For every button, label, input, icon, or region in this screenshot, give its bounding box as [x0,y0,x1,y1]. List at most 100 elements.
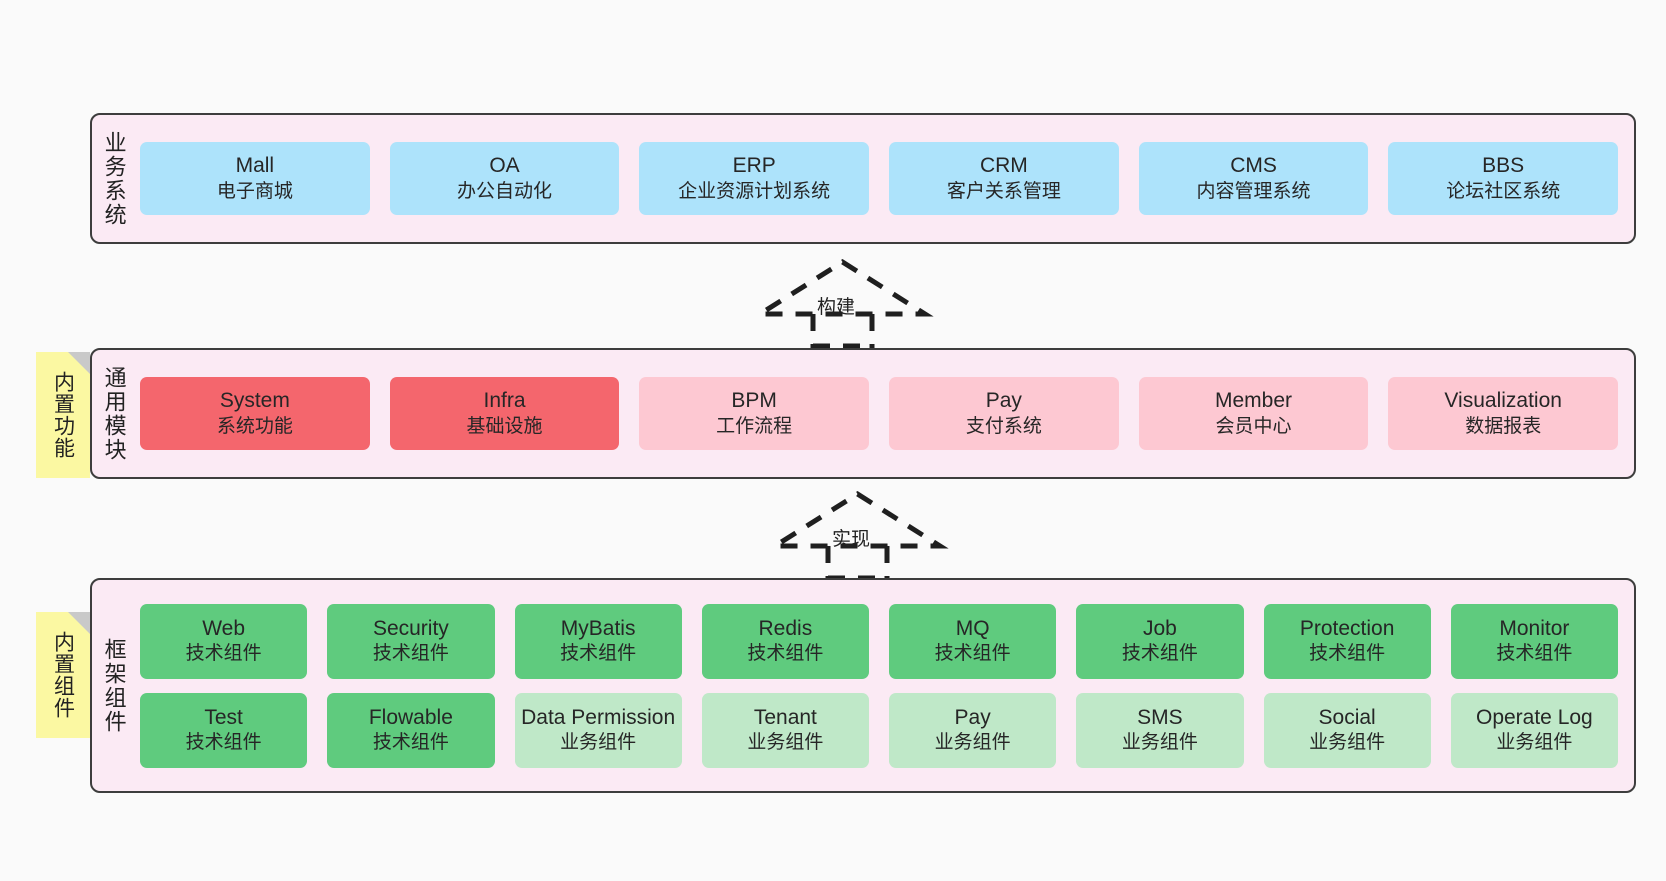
card-title: Infra [483,389,526,413]
card-title: Redis [758,616,813,640]
card-title: CRM [979,154,1028,178]
arrow-implement-label: 实现 [832,529,871,550]
row: Test 技术组件 Flowable 技术组件 Data Permission … [140,692,1618,768]
card-title: SMS [1137,705,1183,729]
card-social[interactable]: Social 业务组件 [1263,692,1431,768]
card-subtitle: 技术组件 [185,732,262,754]
card-oa[interactable]: OA 办公自动化 [389,142,620,215]
row: System 系统功能 Infra 基础设施 BPM 工作流程 Pay 支付系统… [140,377,1619,450]
card-cms[interactable]: CMS 内容管理系统 [1138,142,1369,215]
layer-framework-components: 框架组件 Web 技术组件 Security 技术组件 MyBatis 技术组件… [90,578,1636,793]
card-title: Tenant [753,705,817,729]
card-test[interactable]: Test 技术组件 [140,692,308,768]
card-job[interactable]: Job 技术组件 [1076,603,1244,679]
card-title: Visualization [1444,389,1562,413]
card-subtitle: 业务组件 [747,732,824,754]
layer-framework-components-body: Web 技术组件 Security 技术组件 MyBatis 技术组件 Redi… [136,580,1634,791]
arrow-build-label: 构建 [817,297,856,318]
card-title: OA [489,154,520,178]
card-title: Social [1318,705,1376,729]
card-subtitle: 电子商城 [216,180,293,202]
card-subtitle: 系统功能 [216,415,293,437]
card-pay[interactable]: Pay 支付系统 [889,377,1119,450]
card-infra[interactable]: Infra 基础设施 [389,377,620,450]
card-title: Monitor [1499,616,1570,640]
card-subtitle: 技术组件 [934,643,1011,665]
card-title: Pay [985,389,1022,413]
card-sms[interactable]: SMS 业务组件 [1076,692,1244,768]
card-title: Data Permission [521,705,676,729]
card-title: Member [1215,389,1293,413]
card-operate-log[interactable]: Operate Log 业务组件 [1450,692,1618,768]
card-subtitle: 业务组件 [934,732,1011,754]
card-title: MQ [955,616,990,640]
card-subtitle: 业务组件 [560,732,637,754]
card-flowable[interactable]: Flowable 技术组件 [327,692,495,768]
card-subtitle: 技术组件 [185,643,262,665]
side-tab-label: 内置功能 [51,371,75,459]
card-redis[interactable]: Redis 技术组件 [701,603,869,679]
card-subtitle: 论坛社区系统 [1446,180,1561,202]
layer-business-systems-title: 业务系统 [101,130,127,227]
side-tab-builtin-components: 内置组件 [36,612,90,738]
card-bpm[interactable]: BPM 工作流程 [639,377,870,450]
card-title: Protection [1299,616,1395,640]
card-bbs[interactable]: BBS 论坛社区系统 [1388,142,1619,215]
card-subtitle: 基础设施 [466,415,543,437]
card-subtitle: 内容管理系统 [1196,180,1311,202]
card-data-permission[interactable]: Data Permission 业务组件 [514,692,682,768]
card-title: Test [204,705,243,729]
arrow-head-triangle [766,491,949,549]
card-title: Flowable [368,705,453,729]
card-security[interactable]: Security 技术组件 [327,603,495,679]
layer-business-systems: 业务系统 Mall 电子商城 OA 办公自动化 ERP 企业资源计划系统 CRM… [90,113,1636,244]
folded-corner-icon [68,612,90,634]
arrow-head-triangle [751,259,934,317]
arrow-implement: 实现 [766,490,949,581]
card-subtitle: 技术组件 [1496,643,1573,665]
arrow-build: 构建 [751,258,934,349]
side-tab-label: 内置组件 [51,631,75,719]
card-mybatis[interactable]: MyBatis 技术组件 [514,603,682,679]
card-title: System [219,389,290,413]
card-web[interactable]: Web 技术组件 [140,603,308,679]
card-title: CMS [1230,154,1277,178]
card-subtitle: 技术组件 [560,643,637,665]
card-erp[interactable]: ERP 企业资源计划系统 [639,142,870,215]
card-title: Job [1142,616,1177,640]
card-protection[interactable]: Protection 技术组件 [1263,603,1431,679]
card-tenant[interactable]: Tenant 业务组件 [701,692,869,768]
card-subtitle: 技术组件 [1309,643,1386,665]
card-title: Mall [235,154,275,178]
card-subtitle: 技术组件 [372,732,449,754]
arrow-shaft [825,546,890,580]
layer-framework-components-title: 框架组件 [101,637,127,734]
card-subtitle: 办公自动化 [457,180,553,202]
card-title: Security [372,616,449,640]
card-subtitle: 支付系统 [965,415,1042,437]
card-subtitle: 技术组件 [372,643,449,665]
card-member[interactable]: Member 会员中心 [1138,377,1369,450]
card-title: Operate Log [1475,705,1593,729]
card-mall[interactable]: Mall 电子商城 [140,142,370,215]
row: Web 技术组件 Security 技术组件 MyBatis 技术组件 Redi… [140,603,1618,679]
card-monitor[interactable]: Monitor 技术组件 [1450,603,1618,679]
card-visualization[interactable]: Visualization 数据报表 [1388,377,1619,450]
arrow-shaft [810,314,875,348]
card-subtitle: 会员中心 [1215,415,1292,437]
card-subtitle: 业务组件 [1496,732,1573,754]
card-subtitle: 企业资源计划系统 [678,180,831,202]
card-crm[interactable]: CRM 客户关系管理 [889,142,1119,215]
layer-business-systems-body: Mall 电子商城 OA 办公自动化 ERP 企业资源计划系统 CRM 客户关系… [136,115,1634,242]
card-subtitle: 业务组件 [1121,732,1198,754]
card-pay-component[interactable]: Pay 业务组件 [889,692,1057,768]
card-title: BPM [731,389,777,413]
card-mq[interactable]: MQ 技术组件 [889,603,1057,679]
card-system[interactable]: System 系统功能 [140,377,370,450]
card-subtitle: 工作流程 [716,415,793,437]
card-subtitle: 业务组件 [1309,732,1386,754]
row: Mall 电子商城 OA 办公自动化 ERP 企业资源计划系统 CRM 客户关系… [140,142,1619,215]
folded-corner-icon [68,352,90,374]
card-title: MyBatis [560,616,636,640]
